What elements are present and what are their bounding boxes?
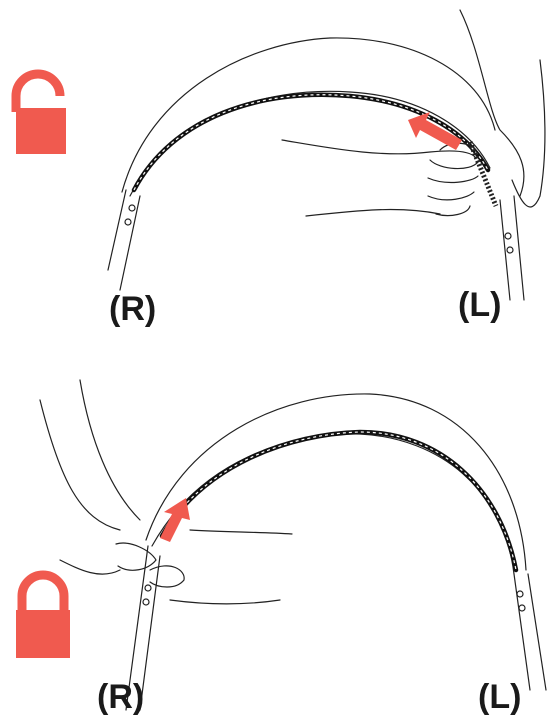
zipper [134,95,488,190]
canopy-inner-edge [152,434,514,574]
side-label-right: (R) [109,292,156,326]
locked-padlock-icon [16,575,70,658]
side-label-left: (L) [458,288,501,322]
step-2-zip-panel: (R) (L) [0,360,552,720]
canopy-outer-edge [122,38,495,192]
zipper [162,432,516,570]
side-label-left: (L) [478,680,521,714]
direction-arrow-icon [160,498,190,542]
unlocked-padlock-icon [16,74,66,154]
canopy-illustration-zip [0,360,552,720]
side-label-right: (R) [97,680,144,714]
canopy-outer-edge [146,394,526,570]
step-1-unzip-panel: (R) (L) [0,0,552,345]
